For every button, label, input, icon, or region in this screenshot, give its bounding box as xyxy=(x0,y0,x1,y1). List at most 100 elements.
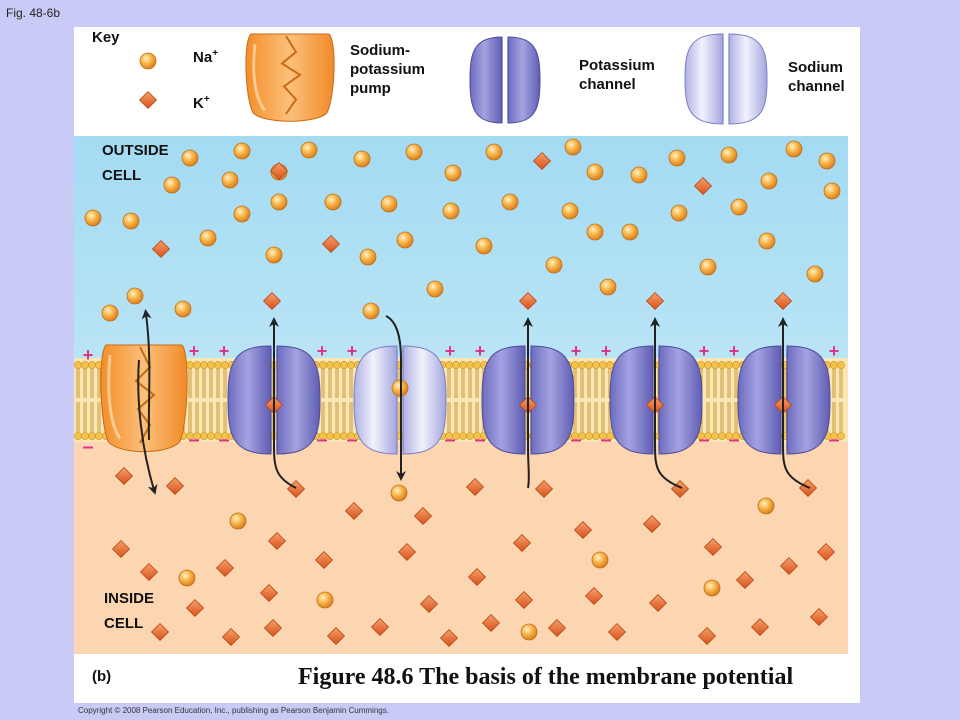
potassium-ion xyxy=(114,466,134,486)
sodium-ion xyxy=(586,163,604,181)
sodium-ion xyxy=(353,150,371,168)
potassium-efflux-arrow xyxy=(523,317,533,489)
potassium-ion xyxy=(111,539,131,559)
potassium-ion xyxy=(413,506,433,526)
positive-charge-sign: + xyxy=(219,341,230,361)
potassium-ion xyxy=(150,622,170,642)
potassium-efflux-arrow xyxy=(269,317,297,489)
potassium-channel xyxy=(737,345,831,455)
sodium-ion xyxy=(300,141,318,159)
potassium-ion xyxy=(773,291,793,311)
potassium-ion xyxy=(165,476,185,496)
negative-charge-sign: – xyxy=(600,429,611,451)
potassium-channel-key-icon xyxy=(469,36,541,124)
sodium-ion xyxy=(233,205,251,223)
positive-charge-sign: + xyxy=(83,345,94,365)
sodium-ion xyxy=(426,280,444,298)
sodium-ion xyxy=(444,164,462,182)
sodium-ion xyxy=(699,258,717,276)
potassium-ion xyxy=(262,291,282,311)
potassium-ion xyxy=(439,628,459,648)
sodium-ion xyxy=(163,176,181,194)
potassium-ion xyxy=(151,239,171,259)
sodium-ion xyxy=(785,140,803,158)
potassium-ion xyxy=(344,501,364,521)
potassium-ion xyxy=(809,607,829,627)
positive-charge-sign: + xyxy=(347,341,358,361)
sodium-ion xyxy=(405,143,423,161)
sodium-ion xyxy=(174,300,192,318)
sodium-ion xyxy=(818,152,836,170)
sodium-ion xyxy=(668,149,686,167)
sodium-ion xyxy=(396,231,414,249)
sodium-ion xyxy=(126,287,144,305)
pump-key-shape xyxy=(245,33,335,122)
sodium-ion xyxy=(359,248,377,266)
potassium-ion xyxy=(584,586,604,606)
potassium-ion xyxy=(370,617,390,637)
potassium-ion xyxy=(263,618,283,638)
sodium-ion xyxy=(181,149,199,167)
sodium-ion xyxy=(545,256,563,274)
potassium-ion xyxy=(514,590,534,610)
sodium-ion xyxy=(806,265,824,283)
potassium-efflux-arrow xyxy=(650,317,683,489)
extracellular-fluid xyxy=(74,136,848,358)
potassium-ion xyxy=(816,542,836,562)
sodium-channel xyxy=(353,345,447,455)
pump-potassium-in-arrow xyxy=(137,359,158,495)
figure-caption: Figure 48.6 The basis of the membrane po… xyxy=(298,664,794,690)
potassium-channel xyxy=(227,345,321,455)
potassium-ion xyxy=(697,626,717,646)
positive-charge-sign: + xyxy=(571,341,582,361)
potassium-ion xyxy=(326,626,346,646)
sodium-ion xyxy=(233,142,251,160)
sodium-channel-key-icon xyxy=(684,33,768,125)
sodium-ion xyxy=(475,237,493,255)
potassium-ion xyxy=(642,514,662,534)
positive-charge-sign: + xyxy=(601,341,612,361)
potassium-channel xyxy=(609,345,703,455)
sodium-ion xyxy=(670,204,688,222)
sodium-ion xyxy=(324,193,342,211)
sodium-ion xyxy=(178,569,196,587)
sodium-ion xyxy=(501,193,519,211)
potassium-ion xyxy=(185,598,205,618)
sodium-ion xyxy=(621,223,639,241)
potassium-ion xyxy=(465,477,485,497)
potassium-efflux-arrow xyxy=(778,317,811,489)
potassium-ion xyxy=(607,622,627,642)
sodium-ion xyxy=(561,202,579,220)
positive-charge-sign: + xyxy=(475,341,486,361)
potassium-ion xyxy=(573,520,593,540)
positive-charge-sign: + xyxy=(445,341,456,361)
negative-charge-sign: – xyxy=(828,429,839,451)
sodium-ion xyxy=(730,198,748,216)
potassium-ion xyxy=(139,562,159,582)
potassium-ion xyxy=(648,593,668,613)
potassium-ion xyxy=(703,537,723,557)
sodium-ion xyxy=(823,182,841,200)
potassium-ion xyxy=(269,161,289,181)
potassium-ion xyxy=(779,556,799,576)
copyright-notice: Copyright © 2008 Pearson Education, Inc.… xyxy=(78,706,389,715)
sodium-ion xyxy=(390,484,408,502)
positive-charge-sign: + xyxy=(729,341,740,361)
sodium-ion xyxy=(270,193,288,211)
potassium-ion xyxy=(532,151,552,171)
potassium-ion xyxy=(750,617,770,637)
sodium-ion xyxy=(229,512,247,530)
negative-charge-sign: – xyxy=(188,429,199,451)
potassium-ion xyxy=(693,176,713,196)
sodium-ion xyxy=(84,209,102,227)
sodium-ion xyxy=(362,302,380,320)
sodium-ion xyxy=(101,304,119,322)
sodium-ion xyxy=(199,229,217,247)
sodium-ion xyxy=(599,278,617,296)
sodium-ion xyxy=(316,591,334,609)
